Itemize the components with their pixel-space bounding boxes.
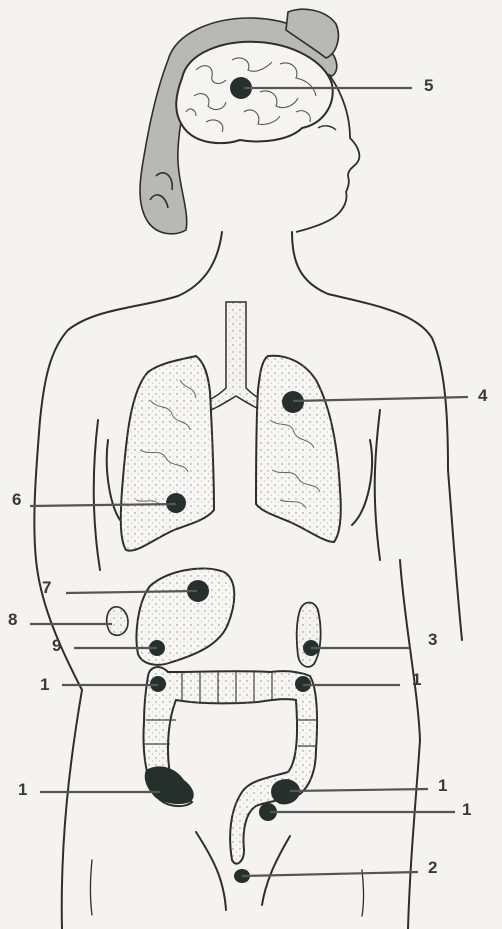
label-1-left-lower: 1 — [18, 780, 27, 800]
left-lung — [121, 356, 214, 551]
kidney — [107, 607, 128, 635]
label-5: 5 — [424, 76, 433, 96]
label-1-left-upper: 1 — [40, 675, 49, 695]
label-7: 7 — [42, 578, 51, 598]
leader-line-1-right-lower-a — [290, 789, 428, 791]
label-3: 3 — [428, 630, 437, 650]
spleen — [297, 603, 321, 667]
label-6: 6 — [12, 490, 21, 510]
label-1-right-lower-a: 1 — [438, 776, 447, 796]
label-2: 2 — [428, 858, 437, 878]
brain — [176, 42, 332, 143]
label-9: 9 — [52, 636, 61, 656]
leader-lines — [30, 88, 468, 876]
leader-line-2 — [242, 872, 418, 876]
right-lung — [256, 356, 341, 542]
label-1-right-lower-b: 1 — [462, 800, 471, 820]
body-outline — [34, 232, 462, 929]
lesion-colon-sigmoid-left — [145, 766, 194, 804]
label-1-right-upper: 1 — [412, 670, 421, 690]
colon — [144, 667, 318, 864]
lesion-right-lung — [282, 391, 304, 413]
label-4: 4 — [478, 386, 487, 406]
label-8: 8 — [8, 610, 17, 630]
